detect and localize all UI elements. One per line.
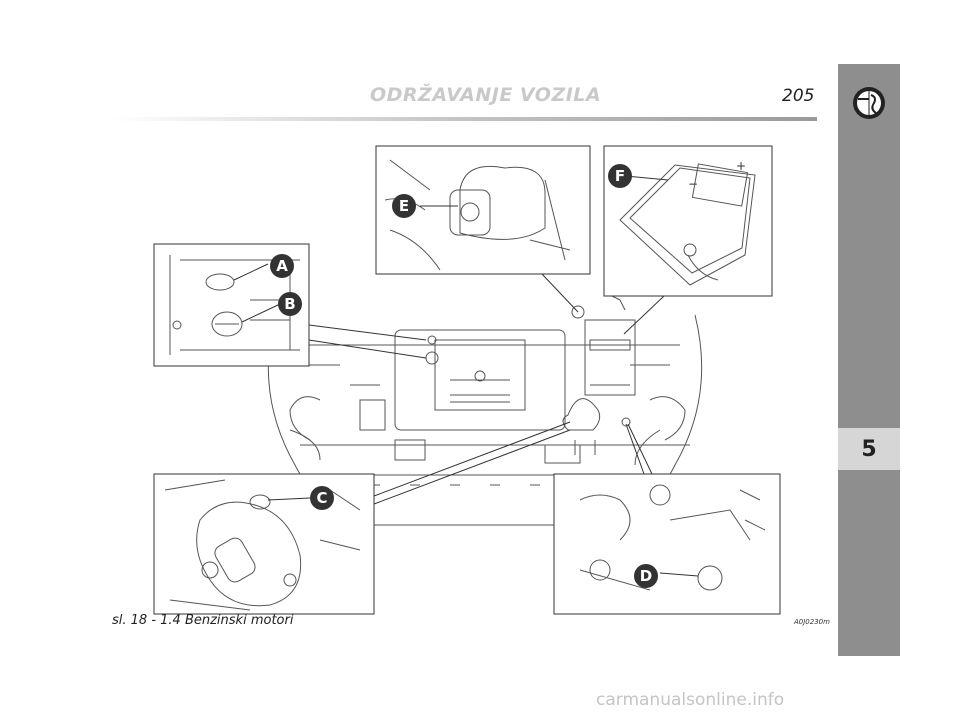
battery-plus-sign: +: [736, 159, 746, 173]
callout-f: F: [608, 164, 632, 188]
chapter-number: 5: [861, 436, 877, 462]
svg-text:F: F: [615, 167, 625, 185]
svg-text:D: D: [640, 567, 652, 585]
callout-d: D: [634, 564, 658, 588]
callout-c: C: [310, 486, 334, 510]
alfa-romeo-logo-icon: [852, 86, 886, 124]
chapter-side-tab: [838, 64, 900, 656]
svg-text:B: B: [284, 295, 295, 313]
inset-d: [553, 473, 781, 615]
svg-text:C: C: [316, 489, 327, 507]
chapter-box: 5: [838, 428, 900, 470]
callout-a: A: [270, 254, 294, 278]
engine-bay-illustration: A B C D E F + −: [153, 145, 781, 615]
inset-f: [603, 145, 773, 297]
header-rule: [112, 117, 817, 121]
callout-b: B: [278, 292, 302, 316]
figure-caption: sl. 18 - 1.4 Benzinski motori: [112, 613, 294, 628]
svg-text:E: E: [399, 197, 409, 215]
figure-code: A0J0230m: [794, 618, 830, 626]
page-number: 205: [782, 86, 815, 106]
engine-bay-overview: [267, 294, 703, 526]
watermark: carmanualsonline.info: [596, 690, 785, 710]
battery-minus-sign: −: [688, 177, 698, 191]
section-title: ODRŽAVANJE VOZILA: [370, 84, 602, 106]
inset-c: [153, 473, 375, 615]
svg-text:A: A: [276, 257, 288, 275]
callout-e: E: [392, 194, 416, 218]
